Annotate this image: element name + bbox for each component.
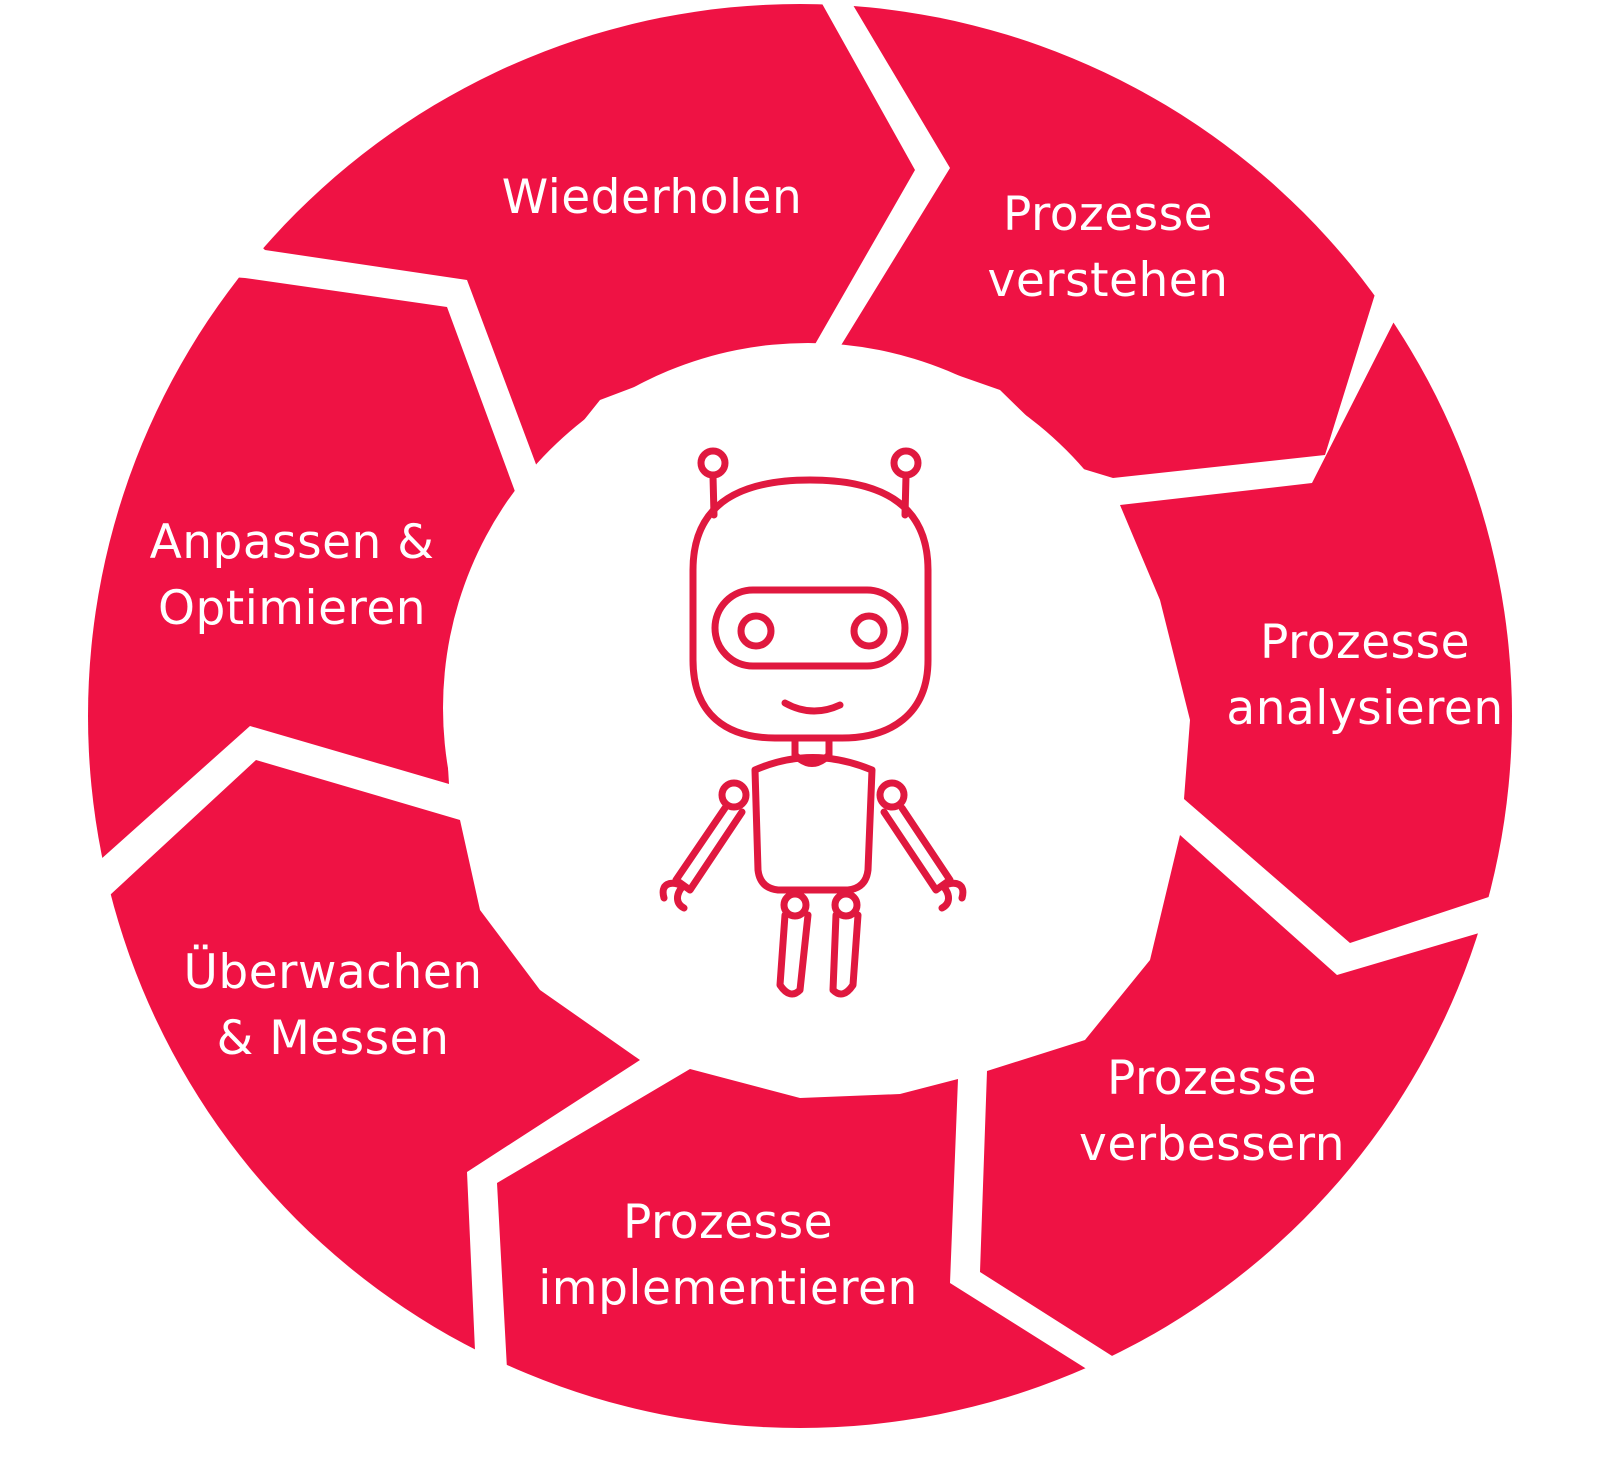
step-label-line: Optimieren <box>157 581 427 636</box>
step-label-wiederholen: Wiederholen <box>502 165 802 231</box>
segment-prozesse-implementieren <box>497 1069 1120 1428</box>
robot-icon <box>659 447 967 998</box>
step-label-prozesse-implementieren: Prozesse implementieren <box>538 1190 918 1322</box>
step-label-anpassen-optimieren: Anpassen & Optimieren <box>150 510 435 642</box>
step-label-line: Prozesse <box>1002 187 1214 242</box>
step-label-ueberwachen-messen: Überwachen & Messen <box>183 940 482 1072</box>
step-label-line: verbessern <box>1079 1117 1345 1172</box>
step-label-line: & Messen <box>216 1011 450 1066</box>
step-label-prozesse-verstehen: Prozesse verstehen <box>988 182 1229 314</box>
step-label-line: Prozesse <box>622 1195 834 1250</box>
step-label-prozesse-verbessern: Prozesse verbessern <box>1079 1046 1345 1178</box>
step-label-line: Prozesse <box>1106 1051 1318 1106</box>
step-label-line: analysieren <box>1226 681 1504 736</box>
step-label-line: Anpassen & <box>149 515 435 570</box>
step-label-line: implementieren <box>538 1261 918 1316</box>
step-label-line: Überwachen <box>183 945 483 1000</box>
step-label-line: verstehen <box>987 253 1229 308</box>
step-label-line: Wiederholen <box>501 170 803 225</box>
step-label-line: Prozesse <box>1259 615 1471 670</box>
step-label-prozesse-analysieren: Prozesse analysieren <box>1226 610 1503 742</box>
